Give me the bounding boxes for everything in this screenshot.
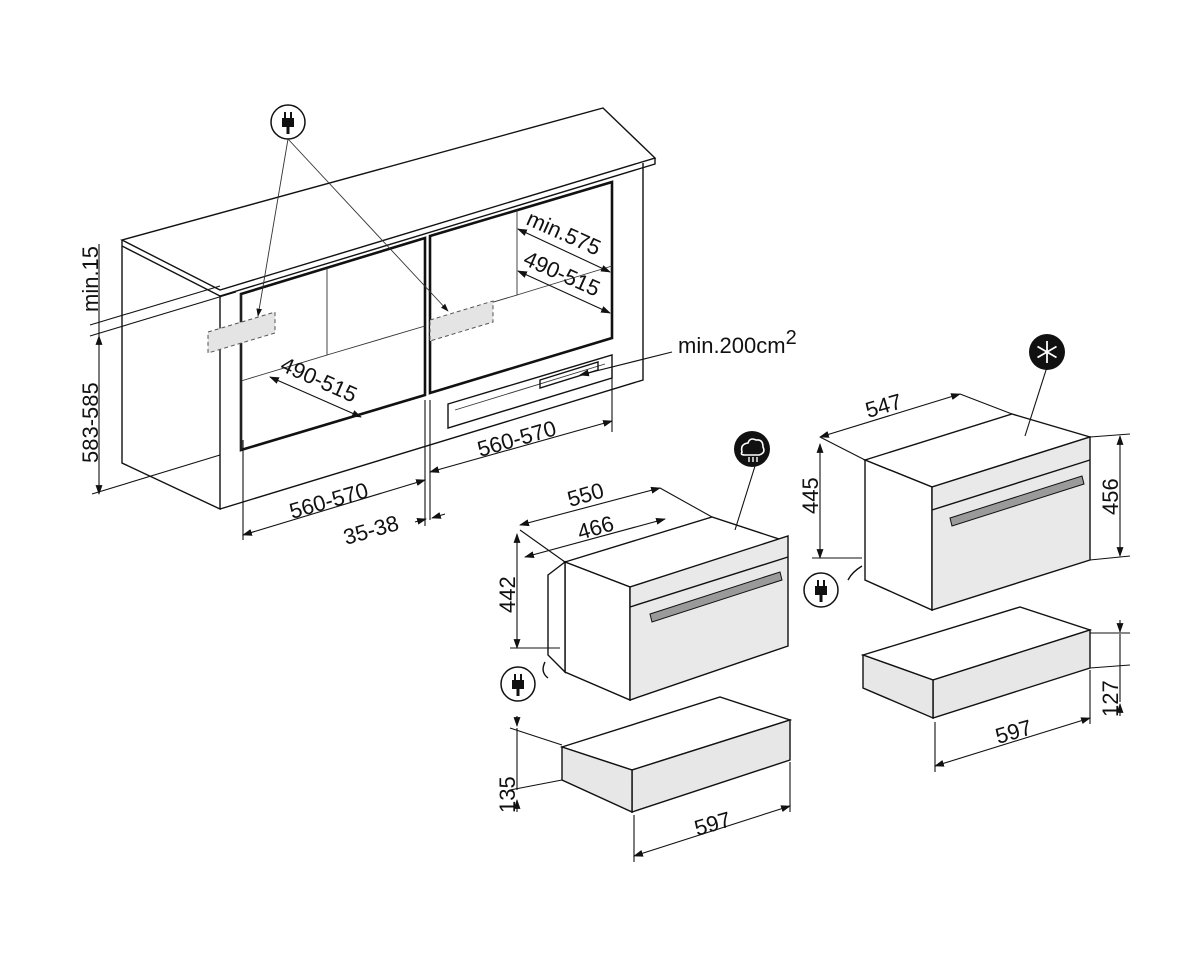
plug-icon <box>803 572 839 608</box>
snowflake-icon <box>1029 334 1065 370</box>
steam-drawer-width-label: 597 <box>691 807 733 841</box>
steam-oven-height-label: 442 <box>495 576 520 613</box>
cabinet-min15-label: min.15 <box>78 246 103 312</box>
chiller-drawer-height-label: 127 <box>1098 680 1123 717</box>
chiller-oven-drawing <box>847 413 1093 612</box>
vent-area-label: min.200cm2 <box>678 327 797 358</box>
chiller-oven-dimensions <box>812 366 1131 561</box>
cabinet-width-right-label: 560-570 <box>474 416 559 462</box>
steam-oven-drawing <box>542 516 789 702</box>
chiller-drawer-drawing <box>860 606 1093 720</box>
cabinet-gap-label: 35-38 <box>340 510 401 550</box>
chiller-drawer-dimensions <box>934 620 1131 772</box>
socket-pointer-left <box>256 138 289 317</box>
steam-drawer-drawing <box>559 696 793 814</box>
chiller-oven-height-body-label: 445 <box>798 477 823 514</box>
plug-icon <box>270 104 306 140</box>
chiller-oven-depth-label: 547 <box>862 389 904 423</box>
cabinet-drawing <box>120 107 657 511</box>
plug-icon <box>500 666 536 702</box>
steam-oven-dimensions <box>510 465 756 649</box>
steam-oven-depth-total-label: 550 <box>564 478 606 512</box>
socket-pointer-right <box>287 138 449 312</box>
chiller-oven-height-front-label: 456 <box>1098 478 1123 515</box>
steam-drawer-height-label: 135 <box>495 776 520 813</box>
cabinet-dimensions <box>89 228 673 540</box>
steam-oven-depth-body-label: 466 <box>574 511 616 545</box>
chiller-drawer-width-label: 597 <box>992 715 1034 749</box>
cabinet-height-label: 583-585 <box>78 382 103 463</box>
steam-icon <box>734 431 770 467</box>
steam-drawer-dimensions <box>509 716 791 862</box>
